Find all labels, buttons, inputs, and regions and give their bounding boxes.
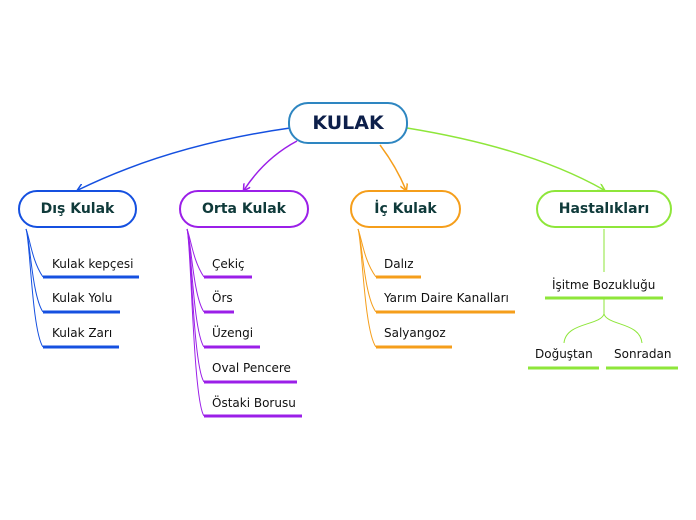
dis-kulak-connector-2	[25, 228, 44, 348]
leaf-kulak-zari[interactable]: Kulak Zarı	[52, 326, 113, 340]
dogustan-connector	[563, 313, 605, 344]
orta-kulak-connector-1	[186, 228, 205, 313]
leaf-yarim-daire-kanallari[interactable]: Yarım Daire Kanalları	[384, 291, 509, 305]
branch-ic-kulak[interactable]: İç Kulak	[350, 190, 461, 228]
dis-kulak-connector-1	[25, 228, 44, 313]
ic-kulak-connector-1	[357, 228, 377, 313]
sonradan-connector	[603, 313, 643, 344]
orta-kulak-connector-4	[186, 228, 205, 417]
leaf-dogustan[interactable]: Doğuştan	[535, 347, 593, 361]
connector-root-to-dis-kulak	[78, 127, 291, 190]
leaf-isitme-bozuklugu[interactable]: İşitme Bozukluğu	[552, 278, 656, 292]
leaf-oval-pencere[interactable]: Oval Pencere	[212, 361, 291, 375]
root-label: KULAK	[312, 112, 384, 134]
branch-label: İç Kulak	[374, 201, 437, 217]
leaf-sonradan[interactable]: Sonradan	[614, 347, 672, 361]
leaf-daliz[interactable]: Dalız	[384, 257, 414, 271]
branch-dis-kulak[interactable]: Dış Kulak	[18, 190, 137, 228]
leaf-uzengi[interactable]: Üzengi	[212, 326, 254, 340]
dis-kulak-connector-0	[25, 228, 44, 278]
branch-hastaliklari[interactable]: Hastalıkları	[536, 190, 672, 228]
branch-label: Orta Kulak	[202, 201, 286, 217]
leaf-kulak-yolu[interactable]: Kulak Yolu	[52, 291, 113, 305]
root-node-kulak[interactable]: KULAK	[288, 102, 408, 144]
leaf-ors[interactable]: Örs	[212, 291, 233, 305]
branch-label: Dış Kulak	[40, 201, 115, 217]
connector-root-to-orta-kulak	[244, 140, 298, 190]
branch-label: Hastalıkları	[558, 201, 650, 217]
leaf-cekic[interactable]: Çekiç	[212, 257, 245, 271]
leaf-kulak-kepcesi[interactable]: Kulak kepçesi	[52, 257, 134, 271]
connector-root-to-ic-kulak	[379, 144, 406, 190]
leaf-salyangoz[interactable]: Salyangoz	[384, 326, 446, 340]
branch-orta-kulak[interactable]: Orta Kulak	[179, 190, 309, 228]
connector-root-to-hastaliklari	[406, 127, 604, 190]
ic-kulak-connector-2	[357, 228, 377, 348]
leaf-ostaki-borusu[interactable]: Östaki Borusu	[212, 396, 296, 410]
